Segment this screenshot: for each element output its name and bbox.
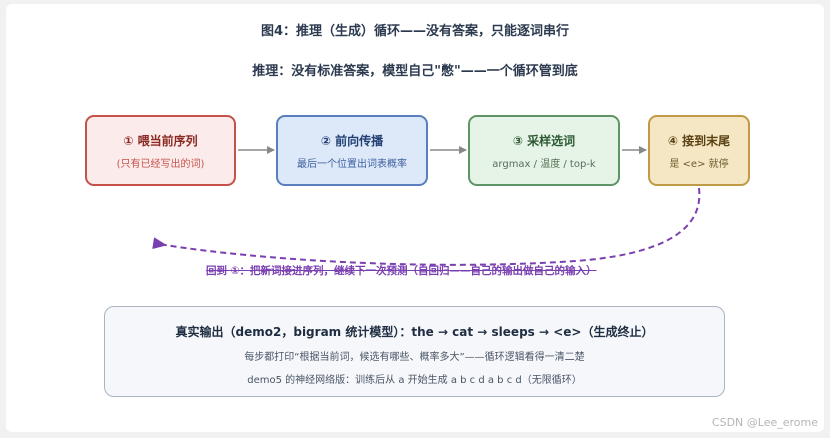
step-title: ② 前向传播 [320, 133, 384, 148]
step-feed-sequence: ① 喂当前序列 (只有已经写出的词) [85, 115, 236, 186]
figure-title: 图4：推理（生成）循环——没有答案，只能逐词串行 [260, 24, 570, 39]
step-title: ③ 采样选词 [512, 133, 576, 148]
output-title: 真实输出（demo2，bigram 统计模型）：the → cat → slee… [175, 325, 654, 339]
step-title: ① 喂当前序列 [123, 133, 198, 148]
step-subtitle: (只有已经写出的词) [116, 158, 205, 170]
output-line-1: 每步都打印“根据当前词，候选有哪些、概率多大”——循环逻辑看得一清二楚 [244, 352, 585, 363]
real-output-box: 真实输出（demo2，bigram 统计模型）：the → cat → slee… [104, 306, 725, 397]
step-subtitle: argmax / 温度 / top-k [492, 158, 596, 170]
step-sample-word: ③ 采样选词 argmax / 温度 / top-k [468, 115, 620, 186]
loop-back-label: 回到 ①：把新词接进序列，继续下一次预测（自回归——自己的输出做自己的输入） [206, 265, 597, 277]
step-title: ④ 接到末尾 [667, 133, 731, 148]
step-forward-pass: ② 前向传播 最后一个位置出词表概率 [276, 115, 428, 186]
step-subtitle: 最后一个位置出词表概率 [297, 158, 407, 170]
step-append-end: ④ 接到末尾 是 <e> 就停 [648, 115, 750, 186]
output-line-2: demo5 的神经网络版：训练后从 a 开始生成 a b c d a b c d… [247, 375, 582, 386]
loop-back-arrow [152, 187, 701, 266]
watermark: CSDN @Lee_erome [711, 416, 818, 429]
diagram-subtitle: 推理：没有标准答案，模型自己"憋"——一个循环管到底 [252, 64, 578, 79]
step-subtitle: 是 <e> 就停 [669, 158, 729, 170]
